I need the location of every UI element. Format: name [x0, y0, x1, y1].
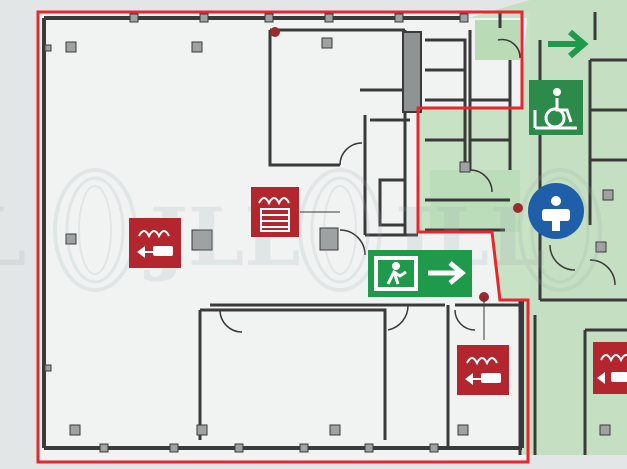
fire-extinguisher-sign: [457, 345, 509, 395]
structural-columns: [44, 13, 614, 453]
emergency-exit-arrow-sign: [548, 29, 589, 59]
accessible-toilet-sign: [529, 80, 583, 135]
fire-extinguisher-sign: [129, 218, 181, 268]
assembly-info-sign: [528, 183, 584, 239]
fire-hose-reel-sign: [251, 187, 299, 237]
svg-text:L: L: [0, 190, 26, 284]
fire-extinguisher-sign: [593, 342, 627, 394]
interior-walls: [198, 12, 627, 455]
door-swings: [219, 38, 616, 333]
lease-boundary: [36, 10, 530, 464]
escape-zone-top: [475, 20, 520, 60]
emergency-exit-sign: [368, 250, 472, 297]
service-shaft: [402, 31, 422, 113]
fire-markers: [270, 27, 523, 302]
